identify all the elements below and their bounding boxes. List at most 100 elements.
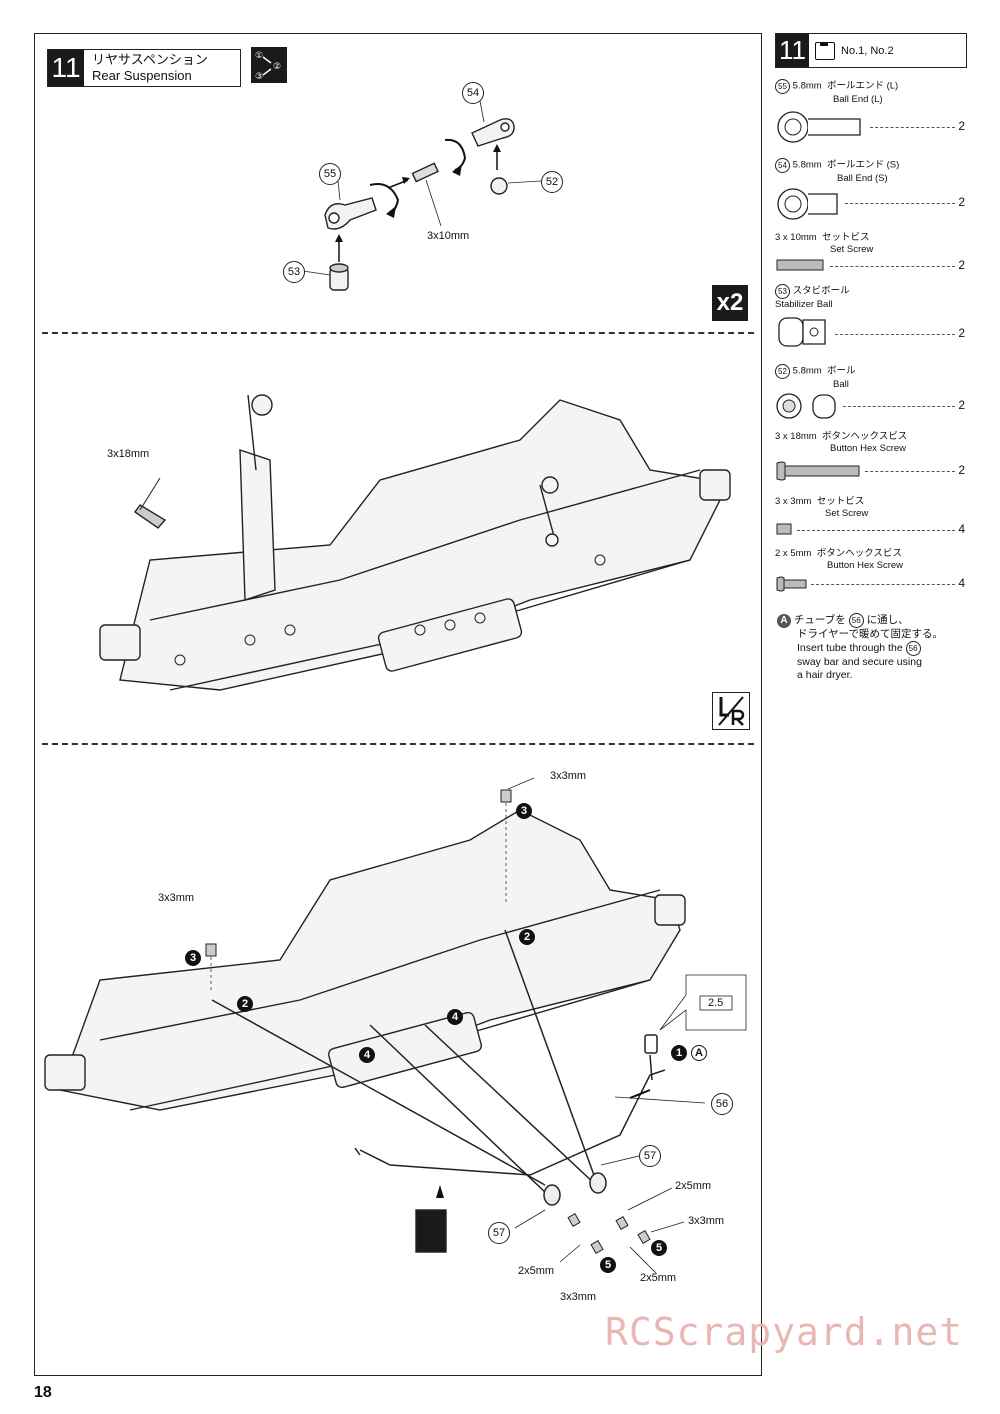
part-size: 5.8mm (792, 159, 822, 171)
part-row-stabilizer-ball: 53 スタビボール Stabilizer Ball 2 (775, 284, 965, 354)
screw-size-label: 3x10mm (427, 230, 470, 242)
part-number: 55 (775, 79, 790, 94)
part-callout-52: 52 (541, 171, 563, 193)
part-name-jp: セットビス (822, 232, 870, 243)
part-qty: 2 (958, 398, 965, 412)
step-marker-4: 4 (447, 1009, 463, 1025)
bag-label-text: No.1, No.2 (841, 44, 894, 57)
order-mark-1: ① (255, 51, 263, 61)
step-marker-2: 2 (237, 996, 253, 1012)
left-right-icon (712, 692, 750, 730)
note-marker-A: A (691, 1045, 707, 1061)
dimension-label: 2.5 (708, 997, 724, 1009)
note-jp-post: に通し、 (866, 614, 909, 626)
part-qty: 2 (958, 326, 965, 340)
screw-size-label: 2x5mm (518, 1265, 555, 1277)
part-size: 3 x 18mm (775, 431, 817, 442)
part-callout-55: 55 (319, 163, 341, 185)
note-jp-line2: ドライヤーで暖めて固定する。 (797, 628, 944, 640)
part-row-button-hex-screw-18: 3 x 18mm ボタンヘックスビス Button Hex Screw 2 (775, 431, 965, 483)
assembly-order-icon: ① ② ③ (251, 47, 287, 83)
step-marker-1: 1 (671, 1045, 687, 1061)
set-screw-icon (776, 259, 824, 271)
note-en-pre: Insert tube through the (797, 642, 903, 654)
part-callout-53: 53 (283, 261, 305, 283)
part-name-jp: スタビボール (792, 285, 850, 297)
part-name-en: Ball End (L) (833, 94, 883, 105)
parts-step-number: 11 (776, 34, 809, 67)
step-marker-2: 2 (519, 929, 535, 945)
part-size: 5.8mm (792, 80, 822, 92)
order-mark-2: ② (273, 62, 281, 72)
step-marker-3: 3 (516, 803, 532, 819)
bag-icon (815, 41, 835, 60)
part-name-en: Set Screw (830, 244, 874, 255)
part-qty: 4 (958, 522, 965, 536)
ball-end-icon (777, 188, 838, 220)
part-name-en: Button Hex Screw (827, 560, 904, 571)
note-marker: A (777, 613, 791, 628)
part-name-jp: ボールエンド (S) (826, 159, 900, 171)
part-row-ball: 52 5.8mm ボール Ball 2 (775, 364, 965, 424)
note-en-line2: sway bar and secure using (797, 656, 922, 668)
part-row-set-screw-3x3: 3 x 3mm セットビス Set Screw 4 (775, 496, 965, 540)
part-size: 3 x 10mm (775, 232, 817, 243)
step-number: 11 (48, 50, 84, 86)
ball-end-icon (777, 111, 861, 143)
part-name-jp: セットビス (816, 496, 865, 507)
part-number: 54 (775, 158, 790, 173)
part-callout-57: 57 (488, 1222, 510, 1244)
screw-size-label: 3x18mm (107, 448, 150, 460)
part-qty: 2 (958, 463, 965, 477)
note-en-line3: a hair dryer. (797, 669, 853, 681)
button-hex-screw-icon (776, 576, 807, 592)
step-marker-3: 3 (185, 950, 201, 966)
part-qty: 2 (958, 119, 965, 133)
part-qty: 2 (958, 195, 965, 209)
stabilizer-ball-icon (778, 317, 826, 347)
part-qty: 4 (958, 576, 965, 590)
part-callout-56: 56 (711, 1093, 733, 1115)
note-part-number: 56 (848, 613, 864, 628)
screw-size-label: 2x5mm (675, 1180, 712, 1192)
part-row-ball-end-l: 55 5.8mm ボールエンド (L) Ball End (L) 2 (775, 79, 965, 149)
main-diagram-frame (34, 33, 762, 1376)
assembly-note: A チューブを 56 に通し、 ドライヤーで暖めて固定する。 Insert tu… (777, 613, 967, 682)
part-name-jp: ボタンヘックスビス (816, 548, 902, 559)
part-number: 53 (775, 284, 790, 299)
part-size: 3 x 3mm (775, 496, 812, 507)
screw-size-label: 3x3mm (158, 892, 195, 904)
part-callout-57: 57 (639, 1145, 661, 1167)
note-part-number: 56 (905, 641, 921, 656)
step-marker-5: 5 (600, 1257, 616, 1273)
part-row-set-screw: 3 x 10mm セットビス Set Screw 2 (775, 232, 965, 280)
part-name-en: Button Hex Screw (830, 443, 907, 454)
note-jp-pre: チューブを (793, 614, 846, 626)
screw-size-label: 3x3mm (550, 770, 587, 782)
bag-label: No.1, No.2 (809, 34, 894, 67)
step-title: リヤサスペンション Rear Suspension (84, 50, 240, 86)
screw-size-label: 3x3mm (560, 1291, 597, 1303)
screw-size-label: 2x5mm (640, 1272, 677, 1284)
step-header: 11 リヤサスペンション Rear Suspension (47, 49, 241, 87)
part-callout-54: 54 (462, 82, 484, 104)
part-name-jp: ボール (826, 365, 856, 377)
part-size: 5.8mm (792, 365, 822, 377)
part-qty: 2 (958, 258, 965, 272)
ball-icon (776, 393, 836, 419)
watermark: RCScrapyard.net (605, 1310, 964, 1354)
part-name-en: Stabilizer Ball (775, 299, 833, 310)
order-arrows-icon: ① ② ③ (255, 51, 281, 82)
parts-list-header: 11 No.1, No.2 (775, 33, 967, 68)
screw-size-label: 3x3mm (688, 1215, 725, 1227)
part-number: 52 (775, 364, 790, 379)
part-row-ball-end-s: 54 5.8mm ボールエンド (S) Ball End (S) 2 (775, 158, 965, 228)
set-screw-icon (776, 523, 792, 535)
part-name-en: Ball End (S) (837, 173, 888, 184)
step-marker-4: 4 (359, 1047, 375, 1063)
step-title-en: Rear Suspension (92, 68, 192, 83)
order-mark-3: ③ (255, 72, 263, 82)
page-number: 18 (34, 1384, 52, 1401)
part-size: 2 x 5mm (775, 548, 812, 559)
